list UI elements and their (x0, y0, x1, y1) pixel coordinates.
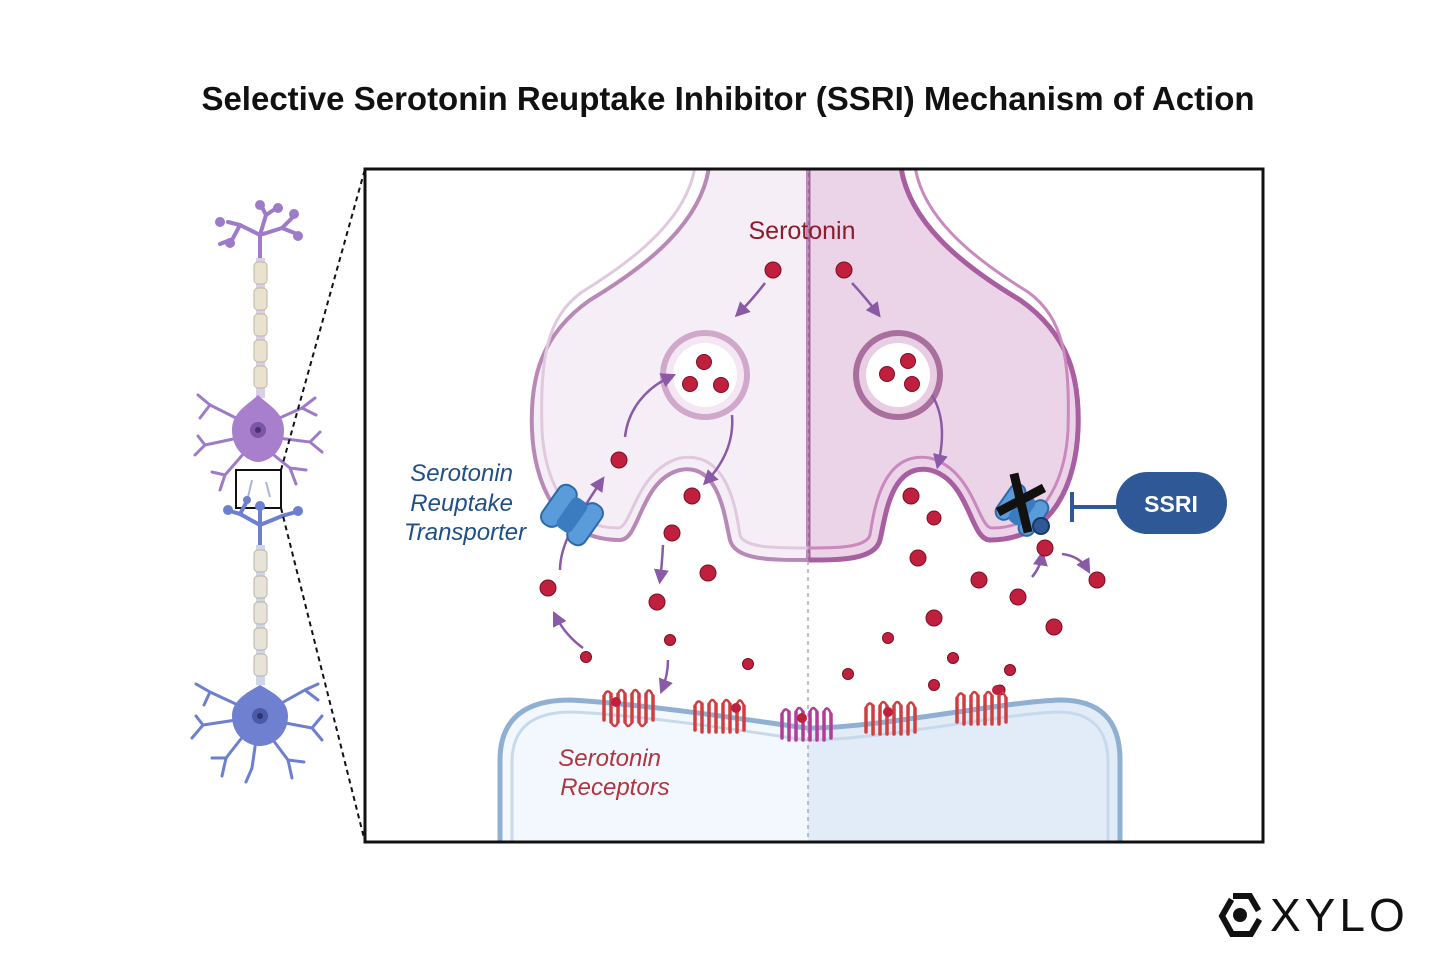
serotonin-label: Serotonin (748, 217, 855, 245)
upper-neuron-dendrites (218, 205, 299, 262)
vesicle-right (853, 330, 943, 420)
transporter-label-line-2: Reuptake (410, 490, 513, 517)
receptors-label: Serotonin Receptors (558, 745, 669, 801)
ssri-pill (1116, 472, 1227, 534)
arrow-down-left-1 (653, 544, 669, 585)
serotonin-receptor-3 (864, 700, 917, 736)
transporter-label-line-3: Transporter (404, 519, 527, 546)
arrow-serotonin-to-vesicle-left (734, 282, 766, 318)
serotonin-molecules (539, 261, 1106, 696)
postsynaptic-terminal-left (497, 697, 808, 842)
page-title: Selective Serotonin Reuptake Inhibitor (… (201, 80, 1254, 117)
postsynaptic-terminal-right (808, 697, 1123, 842)
arrow-up-right (1031, 550, 1048, 578)
neuron-overview (190, 168, 366, 843)
synapse-panel: SSRI Serotonin Serotonin Reuptake Transp… (365, 169, 1263, 842)
synapse-panel-frame (363, 167, 1265, 844)
reuptake-transporter-icon (540, 483, 604, 547)
serotonin-receptor-4 (955, 690, 1008, 726)
serotonin-receptor-2 (693, 698, 746, 734)
transporter-label: Serotonin Reuptake Transporter (404, 460, 527, 546)
brand-name: XYLO (1270, 889, 1409, 941)
lower-neuron-dendrite-tips (223, 496, 303, 516)
vesicle-left (660, 330, 750, 420)
arrow-reuptake-to-vesicle (623, 373, 677, 438)
lower-neuron-axon (253, 545, 268, 685)
hexagon-logo-icon (1218, 893, 1263, 937)
arrow-up-left (552, 610, 584, 650)
transporter-label-line-1: Serotonin (410, 460, 513, 487)
bound-serotonin (611, 685, 1002, 723)
lower-neuron-soma (190, 682, 324, 784)
arrow-vesicle-to-release-left (702, 414, 734, 486)
arrow-out-right (1061, 552, 1091, 574)
lower-neuron-dendrites (228, 501, 298, 547)
zoom-line-top (280, 168, 366, 471)
serotonin-receptor-1 (602, 688, 655, 728)
ssri-label: SSRI (1144, 491, 1198, 517)
receptors-label-line-2: Receptors (560, 774, 669, 801)
synapse-mini (247, 479, 271, 498)
upper-neuron-soma (193, 393, 324, 492)
upper-neuron-dendrite-tips (215, 200, 303, 248)
arrow-serotonin-to-vesicle-right (851, 282, 881, 318)
ssri-bound-molecule (1032, 517, 1050, 535)
block-x-icon (995, 472, 1047, 534)
brand-logo: XYLO (1218, 889, 1409, 941)
arrow-down-left-2 (658, 659, 673, 695)
upper-neuron-axon (253, 258, 268, 398)
receptors-label-line-1: Serotonin (558, 745, 661, 772)
ssri-inhibition: SSRI (1070, 472, 1227, 534)
zoom-line-bottom (280, 507, 366, 843)
arrow-vesicle-to-release-right (930, 394, 948, 470)
serotonin-receptor-active (780, 706, 833, 742)
